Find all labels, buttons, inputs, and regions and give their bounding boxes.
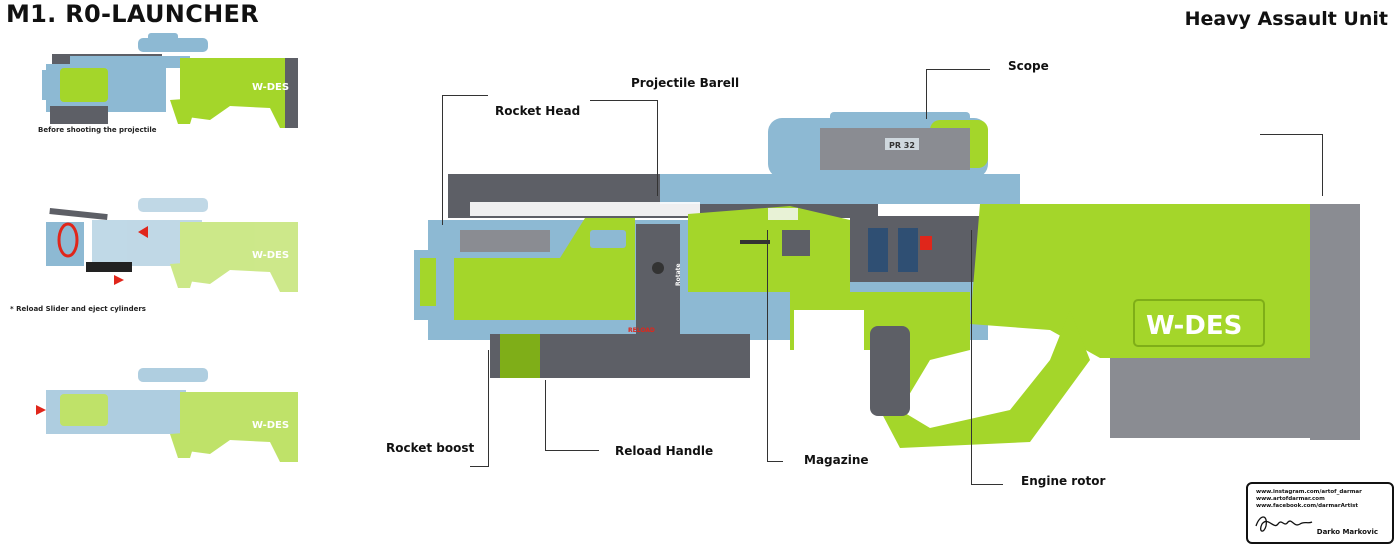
barrel-callout-line: [590, 100, 658, 101]
artist-name: Darko Markovic: [1316, 528, 1378, 536]
website-link: www.artofdarmar.com: [1256, 496, 1325, 502]
thumbnail-caption-1: Before shooting the projectile: [38, 126, 157, 134]
rocket-boost-callout-line: [488, 350, 489, 467]
rocket-head-callout-line: [442, 95, 443, 225]
thumbnail-weapon-1: W-DES: [42, 33, 298, 128]
facebook-link: www.facebook.com/darmarArtist: [1256, 503, 1358, 509]
reload-handle-callout-line: [545, 450, 599, 451]
thumbnail-weapon-2: W-DES: [46, 198, 298, 292]
scope-callout-line: [926, 69, 927, 119]
artist-signature-box: www.instagram.com/artof_darmar www.artof…: [1246, 482, 1394, 544]
thumbnail-caption-2: * Reload Slider and eject cylinders: [10, 305, 146, 313]
thumbnail-brand-label: W-DES: [252, 420, 289, 431]
artist-links: www.instagram.com/artof_darmar www.artof…: [1256, 489, 1362, 510]
reload-label: RELOAD: [628, 327, 655, 334]
stock-callout-line: [1322, 134, 1323, 196]
page-title: M1. R0-LAUNCHER: [6, 0, 259, 28]
reload-handle-callout-line: [545, 380, 546, 450]
callout-reload-handle: Reload Handle: [615, 444, 714, 458]
scope-tag-label: PR 32: [889, 141, 915, 150]
scope-callout-line: [926, 69, 990, 70]
callout-engine-rotor: Engine rotor: [1021, 474, 1106, 488]
rocket-head-callout-line: [442, 95, 488, 96]
page-subtitle: Heavy Assault Unit: [1184, 8, 1388, 30]
callout-rocket-head: Rocket Head: [495, 104, 581, 118]
thumbnail-brand-label: W-DES: [252, 250, 289, 261]
callout-projectile-barrel: Projectile Barell: [631, 76, 740, 90]
callout-scope: Scope: [1008, 59, 1049, 73]
engine-rotor-callout-line: [971, 230, 972, 484]
main-brand-label: W-DES: [1146, 311, 1242, 341]
thumbnail-weapon-3: W-DES: [36, 368, 298, 462]
magazine-callout-line: [767, 230, 768, 462]
main-weapon-illustration: PR 32 W-DES RELOAD Rotate: [414, 112, 1360, 448]
callout-rocket-boost: Rocket boost: [386, 441, 475, 455]
stock-callout-line: [1260, 134, 1322, 135]
magazine-callout-line: [767, 461, 783, 462]
barrel-callout-line: [657, 100, 658, 196]
rocket-boost-callout-line: [470, 466, 489, 467]
thumbnail-brand-label: W-DES: [252, 82, 289, 93]
instagram-link: www.instagram.com/artof_darmar: [1256, 489, 1362, 495]
engine-rotor-callout-line: [971, 484, 1003, 485]
handwritten-signature: [1255, 516, 1313, 532]
callout-magazine: Magazine: [804, 453, 869, 467]
rotate-label: Rotate: [675, 263, 682, 286]
